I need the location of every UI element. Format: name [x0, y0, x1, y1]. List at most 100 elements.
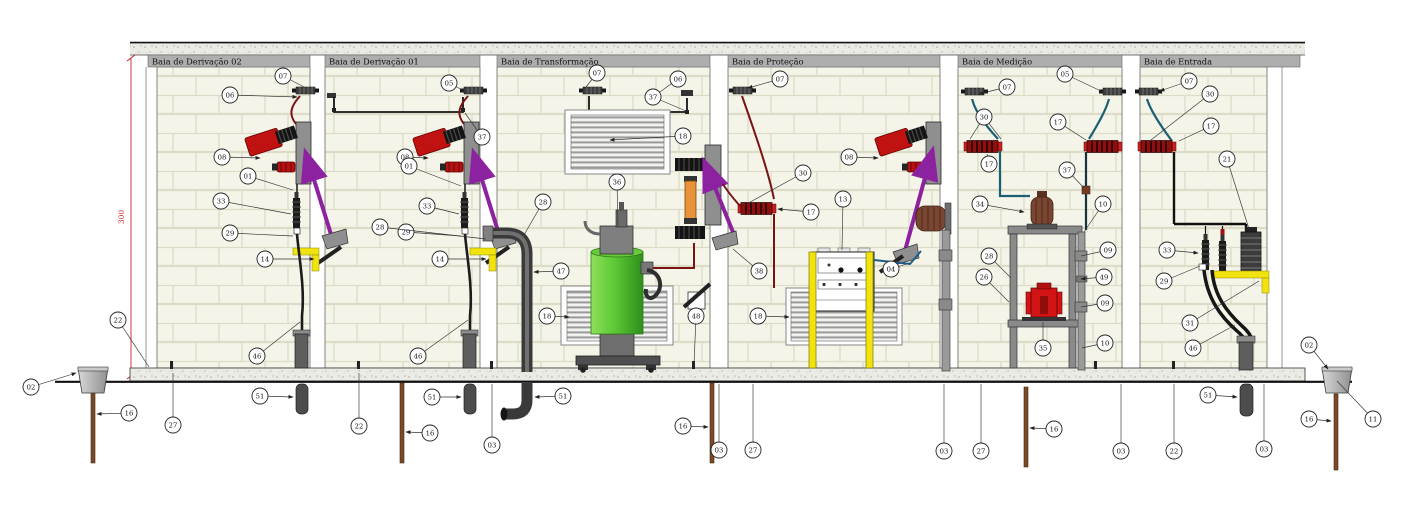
callout-number: 07	[1185, 77, 1194, 85]
callout-number: 16	[1050, 425, 1059, 433]
bay-section: Baia de Derivação 01	[324, 54, 481, 369]
callout-17: 17	[1178, 117, 1220, 142]
callout-07: 07	[978, 78, 1016, 96]
callout-number: 38	[755, 267, 764, 275]
callout-27: 27	[972, 384, 990, 460]
cable-sleeve	[1238, 341, 1254, 371]
callout-14: 14	[431, 250, 487, 268]
bay-protecao-equipment	[722, 86, 953, 372]
callout-28: 28	[980, 247, 1012, 279]
conduit-fitting	[482, 225, 494, 242]
callout-number: 18	[679, 132, 688, 140]
callout-09: 09	[1080, 294, 1114, 312]
yellow-post	[808, 251, 817, 369]
cable-sleeve	[295, 383, 309, 415]
callout-number: 05	[1061, 70, 1070, 78]
callout-06: 06	[656, 70, 687, 95]
callout-circle	[1045, 420, 1063, 438]
callout-18: 18	[609, 127, 692, 145]
connector	[293, 227, 301, 235]
callout-circle	[431, 250, 449, 268]
bay-derivacao-02-equipment	[243, 86, 349, 369]
callout-number: 03	[1260, 445, 1269, 453]
down-cable	[463, 233, 473, 336]
callout-circle	[371, 218, 389, 236]
callout-circle	[534, 193, 552, 211]
callout-06: 06	[221, 86, 298, 104]
mv-jumper-wire	[290, 95, 301, 125]
callout-36: 36	[608, 173, 626, 228]
ground-rod	[399, 382, 405, 464]
callout-circle	[1165, 442, 1183, 460]
callout-circle	[221, 86, 239, 104]
junction-box	[938, 298, 953, 311]
callout-02: 02	[22, 372, 77, 396]
bay-header-bar	[496, 54, 711, 68]
callout-number: 08	[845, 153, 854, 161]
callout-01: 01	[400, 157, 462, 187]
bay-header-bar	[1139, 54, 1301, 68]
bay-label: Baia de Derivação 01	[329, 57, 419, 67]
meter-device	[1022, 282, 1066, 321]
callout-number: 17	[1054, 118, 1063, 126]
callout-22: 22	[350, 373, 368, 435]
callout-05: 05	[440, 74, 471, 95]
callout-07: 07	[747, 70, 789, 89]
callout-circle	[1201, 85, 1219, 103]
callout-balloons: 0706080133291446510537080133291428465107…	[22, 64, 1382, 460]
flexible-hose	[643, 268, 663, 300]
callout-circle	[1300, 410, 1318, 428]
callout-16: 16	[405, 424, 439, 442]
operating-rod	[702, 156, 737, 238]
cable-channel	[1077, 231, 1086, 371]
callout-30: 30	[1150, 85, 1219, 141]
transformer-tank	[590, 251, 644, 335]
callout-number: 46	[414, 352, 423, 360]
callout-17: 17	[777, 203, 820, 221]
callout-number: 07	[776, 75, 785, 83]
callout-number: 18	[543, 312, 552, 320]
callout-circle	[1180, 72, 1198, 90]
callout-number: 27	[977, 447, 986, 455]
callout-circle	[221, 224, 239, 242]
bay-header-bar	[727, 54, 941, 68]
callout-number: 18	[754, 312, 763, 320]
callout-number: 10	[1099, 200, 1108, 208]
callout-number: 30	[980, 113, 989, 121]
bus-support-insulator	[578, 86, 607, 95]
junction-box	[938, 249, 953, 262]
callout-circle	[1300, 336, 1318, 354]
callout-number: 51	[559, 392, 568, 400]
callout-number: 34	[976, 200, 985, 208]
callout-47: 47	[533, 262, 570, 280]
callout-51: 51	[423, 388, 462, 406]
bay-header-bar	[147, 54, 311, 68]
callout-circle	[440, 74, 458, 92]
yellow-bracket	[469, 247, 497, 256]
mv-jumper-wire	[458, 95, 469, 125]
transformer	[575, 202, 663, 373]
callout-number: 28	[985, 252, 994, 260]
roof-slab	[130, 41, 1305, 56]
callout-number: 17	[807, 208, 816, 216]
ground-rod	[1023, 386, 1029, 468]
connector	[1198, 263, 1207, 271]
brick-wall	[1139, 66, 1268, 369]
callout-03: 03	[935, 384, 953, 460]
callout-circle	[1058, 161, 1076, 179]
callout-03: 03	[483, 384, 501, 454]
callout-30: 30	[742, 164, 812, 207]
callout-18: 18	[538, 307, 570, 325]
callout-33: 33	[418, 197, 460, 215]
callout-46: 46	[248, 321, 301, 365]
callout-29: 29	[397, 223, 462, 241]
support-bracket	[321, 228, 349, 250]
callout-circle	[256, 250, 274, 268]
callout-circle	[1181, 314, 1199, 332]
callout-34: 34	[971, 195, 1025, 214]
surge-arrester	[1137, 139, 1177, 154]
callout-07: 07	[274, 67, 307, 89]
callout-16: 16	[674, 417, 709, 435]
callout-circle	[794, 164, 812, 182]
